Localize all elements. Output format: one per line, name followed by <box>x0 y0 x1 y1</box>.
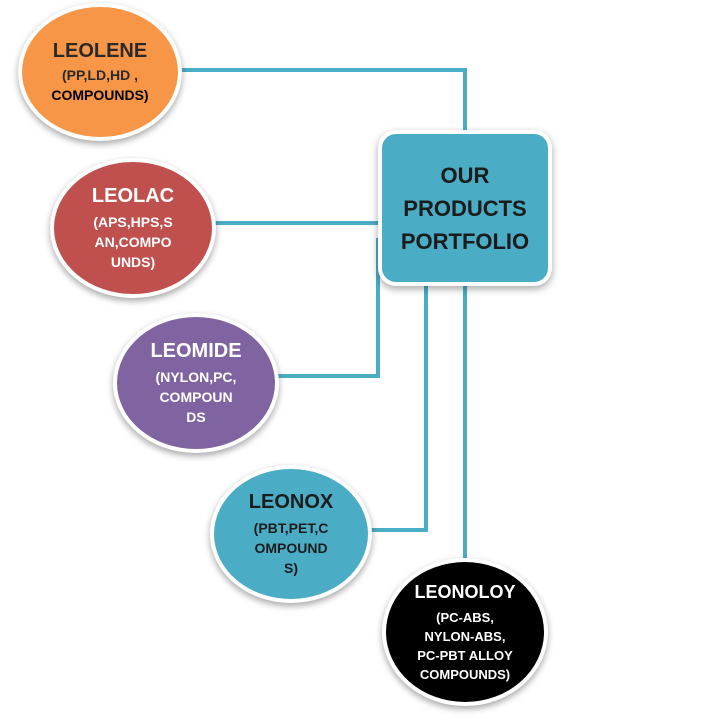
node-leonox-sub-1: (PBT,PET,C <box>253 520 329 536</box>
node-leonoloy-title: LEONOLOY <box>414 582 516 602</box>
node-leolene-sub-2: COMPOUNDS) <box>51 87 149 103</box>
center-box: OUR PRODUCTS PORTFOLIO <box>378 130 552 286</box>
node-leolac-sub-2: AN,COMPO <box>94 234 172 250</box>
node-leomide-title: LEOMIDE <box>150 340 242 362</box>
node-leonoloy: LEONOLOY (PC-ABS, NYLON-ABS, PC-PBT ALLO… <box>382 558 548 706</box>
node-leonoloy-sub-3: PC-PBT ALLOY <box>417 648 513 663</box>
node-leolene-sub-1: (PP,LD,HD , <box>62 67 138 83</box>
node-leolac-sub-3: UNDS) <box>110 254 156 270</box>
node-leolene-title: LEOLENE <box>52 40 148 62</box>
node-leomide: LEOMIDE (NYLON,PC, COMPOUN DS <box>113 313 279 453</box>
node-leolene: LEOLENE (PP,LD,HD , COMPOUNDS) <box>18 3 182 141</box>
node-leonoloy-sub-4: COMPOUNDS) <box>419 667 511 682</box>
node-leolac: LEOLAC (APS,HPS,S AN,COMPO UNDS) <box>50 158 216 298</box>
node-leolac-sub-1: (APS,HPS,S <box>93 214 173 230</box>
node-leonox-sub-3: S) <box>284 560 298 576</box>
node-leonox: LEONOX (PBT,PET,C OMPOUND S) <box>210 465 372 603</box>
node-leonoloy-sub-2: NYLON-ABS, <box>424 629 506 644</box>
node-leonoloy-sub-1: (PC-ABS, <box>436 610 494 625</box>
node-leomide-sub-1: (NYLON,PC, <box>155 369 237 385</box>
node-leonox-title: LEONOX <box>248 491 334 513</box>
node-leomide-sub-2: COMPOUN <box>159 389 233 405</box>
connector-leonox <box>368 284 428 532</box>
node-leomide-sub-3: DS <box>186 409 206 425</box>
connector-leolene <box>180 68 467 132</box>
connector-leomide <box>276 238 380 378</box>
node-leolac-title: LEOLAC <box>91 185 175 207</box>
center-title: OUR PRODUCTS PORTFOLIO <box>400 162 530 254</box>
node-leonox-sub-2: OMPOUND <box>254 540 328 556</box>
